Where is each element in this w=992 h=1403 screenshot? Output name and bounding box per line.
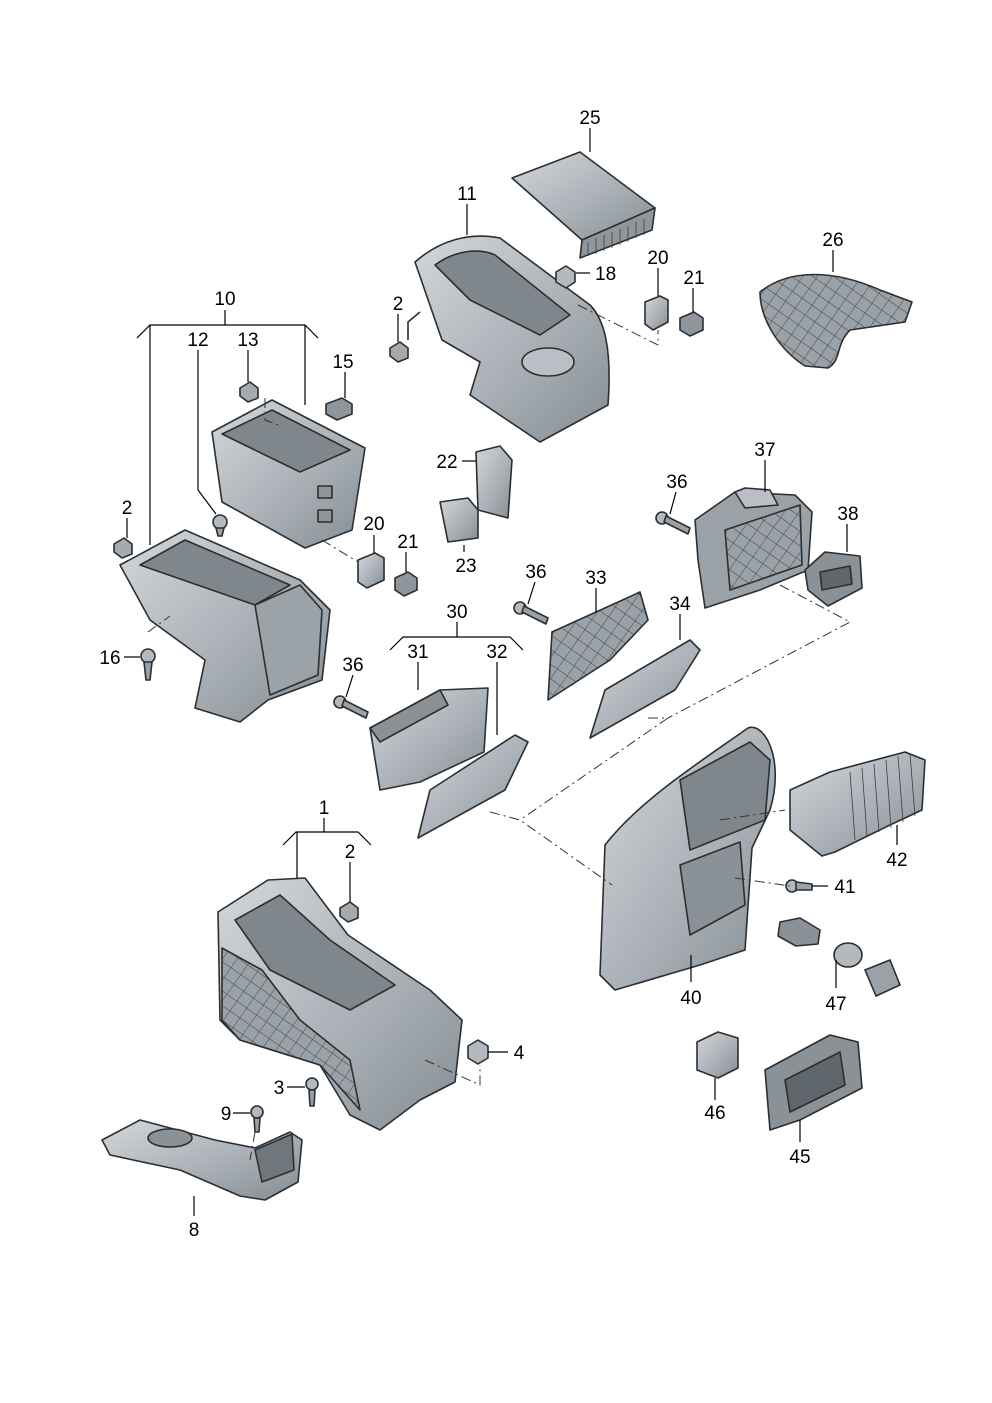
part-1-lower-console xyxy=(217,877,463,1131)
part-18-nut xyxy=(555,265,576,289)
callout-38: 38 xyxy=(837,504,858,525)
callout-21-middle: 21 xyxy=(397,532,418,553)
part-9-screw xyxy=(250,1105,264,1133)
callout-34: 34 xyxy=(669,594,691,615)
callout-41: 41 xyxy=(834,877,855,898)
callout-36-left: 36 xyxy=(342,655,363,676)
callout-42: 42 xyxy=(886,850,907,871)
part-45-switch-panel xyxy=(764,1034,863,1131)
callout-3: 3 xyxy=(274,1078,285,1099)
part-22-plate xyxy=(475,445,513,519)
callout-20-upper: 20 xyxy=(647,248,668,269)
part-20-switch-middle xyxy=(357,552,385,589)
part-42-vent xyxy=(789,751,926,857)
part-26-tray-insert xyxy=(759,273,913,369)
callout-32: 32 xyxy=(486,642,507,663)
part-10-console-frame xyxy=(119,529,331,723)
callout-36-middle: 36 xyxy=(525,562,546,583)
callout-8: 8 xyxy=(189,1220,200,1241)
callout-46: 46 xyxy=(704,1103,725,1124)
callout-16: 16 xyxy=(99,648,120,669)
callout-20-middle: 20 xyxy=(363,514,384,535)
part-36-screw-upper xyxy=(655,511,691,535)
callout-36-upper: 36 xyxy=(666,472,687,493)
callout-labels: 25 26 11 18 20 21 2 10 12 13 15 22 23 2 … xyxy=(99,108,907,1241)
callout-1: 1 xyxy=(319,798,330,819)
callout-10: 10 xyxy=(214,289,235,310)
part-20-switch-upper xyxy=(644,295,669,331)
part-2-clip-lower xyxy=(339,901,359,923)
callout-31: 31 xyxy=(407,642,428,663)
part-4-nut xyxy=(467,1039,489,1065)
part-25-armrest-lid xyxy=(511,151,656,259)
part-12-screw xyxy=(212,514,228,537)
assembly-dash-lines xyxy=(147,304,852,1161)
part-2-clip-left xyxy=(113,537,133,559)
callout-25: 25 xyxy=(579,108,600,129)
callout-15: 15 xyxy=(332,352,353,373)
part-21-cap-upper xyxy=(679,311,704,337)
callout-23: 23 xyxy=(455,556,476,577)
leader-lines xyxy=(124,128,898,1216)
callout-12: 12 xyxy=(187,330,208,351)
part-46-switch xyxy=(696,1031,739,1079)
part-10-storage-bin xyxy=(211,399,366,549)
part-32-panel xyxy=(417,734,529,839)
part-36-screw-middle xyxy=(513,601,549,625)
callout-13: 13 xyxy=(237,330,258,351)
callout-2-upper: 2 xyxy=(393,294,404,315)
callout-33: 33 xyxy=(585,568,606,589)
part-15-cap xyxy=(325,397,353,421)
callout-11: 11 xyxy=(457,184,477,205)
part-23-pocket xyxy=(439,497,479,543)
part-37-vent-housing xyxy=(694,487,813,609)
part-2-clip-upper xyxy=(389,341,409,363)
part-34-panel xyxy=(589,639,701,739)
part-31-drawer xyxy=(369,687,489,791)
part-13-clip xyxy=(239,381,259,403)
callout-37: 37 xyxy=(754,440,775,461)
callout-45: 45 xyxy=(789,1147,810,1168)
callout-2-left: 2 xyxy=(122,498,133,519)
part-40-rear-console-panel xyxy=(599,726,777,991)
callout-4: 4 xyxy=(514,1043,525,1064)
part-11-armrest-housing xyxy=(407,235,610,443)
part-47-socket xyxy=(777,917,901,997)
callout-9: 9 xyxy=(221,1104,232,1125)
callout-18: 18 xyxy=(595,264,616,285)
callout-26: 26 xyxy=(822,230,843,251)
callout-22: 22 xyxy=(436,452,457,473)
part-41-screw xyxy=(785,879,813,893)
part-21-cap-middle xyxy=(394,571,418,597)
part-8-air-duct xyxy=(101,1119,303,1201)
part-3-screw xyxy=(305,1077,319,1107)
callout-21-upper: 21 xyxy=(683,268,704,289)
callout-2-lower: 2 xyxy=(345,842,356,863)
callout-30: 30 xyxy=(446,602,467,623)
part-36-screw-left xyxy=(333,695,369,719)
part-33-grille-frame xyxy=(547,591,649,701)
callout-47: 47 xyxy=(825,994,846,1015)
part-38-switch xyxy=(804,551,863,607)
callout-40: 40 xyxy=(680,988,701,1009)
part-16-screw xyxy=(140,648,156,681)
